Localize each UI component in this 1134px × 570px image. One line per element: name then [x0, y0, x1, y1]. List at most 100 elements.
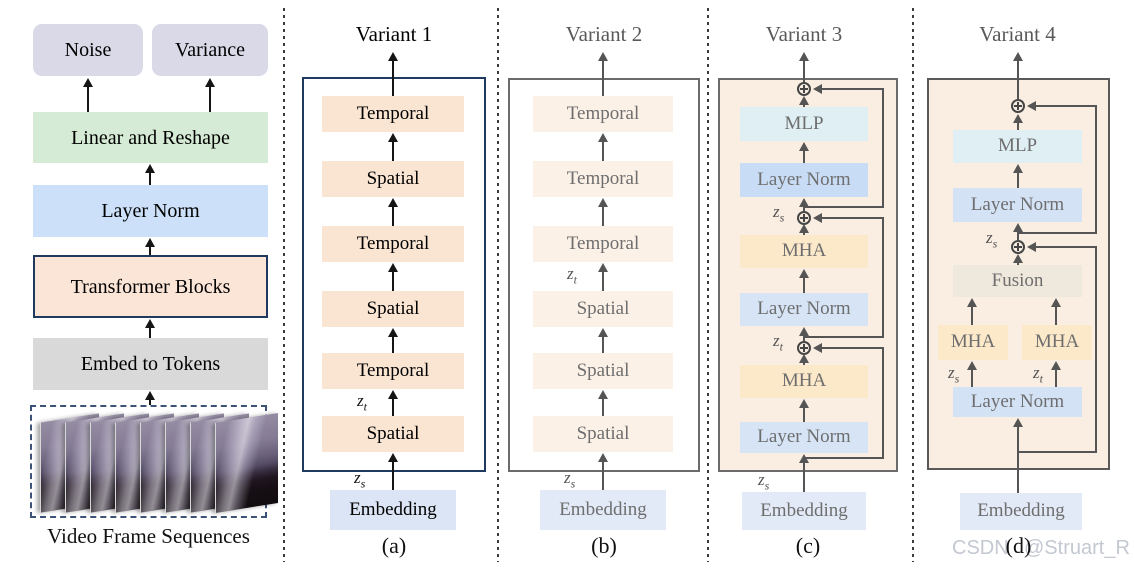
arrow-up-icon [1051, 361, 1061, 387]
arrow-up-icon [799, 454, 809, 492]
arrow-up-icon [1013, 164, 1023, 188]
variant1-caption: (a) [381, 533, 407, 558]
variant4-caption: (d) [1005, 533, 1032, 558]
arrow-up-icon [598, 133, 608, 161]
arrow-up-icon [83, 78, 93, 112]
variant1-container [302, 77, 486, 472]
z-s-label: zs [986, 228, 998, 251]
variant4-title: Variant 4 [979, 22, 1056, 46]
variant1-block: Temporal [322, 96, 464, 132]
arrow-up-icon [388, 263, 398, 291]
arrow-up-icon [145, 391, 155, 405]
variant2-block: Spatial [533, 416, 673, 452]
variant2-caption: (b) [591, 533, 617, 558]
variant4-fusion-box: Fusion [953, 265, 1082, 297]
arrow-up-icon [799, 269, 809, 293]
z-t-label: zt [357, 391, 367, 414]
variant1-block: Temporal [322, 226, 464, 262]
z-s-label: zs [354, 468, 366, 491]
z-s-label: zs [758, 470, 770, 493]
circle-plus-icon [797, 341, 811, 355]
skip-connection-line [882, 88, 884, 208]
variant1-block: Spatial [322, 161, 464, 197]
skip-connection-line [1095, 106, 1097, 234]
arrow-up-icon [145, 164, 155, 185]
circle-plus-icon [797, 82, 811, 96]
z-t-label: zt [567, 264, 577, 287]
z-t-label: zt [773, 331, 783, 354]
variant3-mlp-box: MLP [740, 107, 868, 141]
transformer-blocks-box: Transformer Blocks [33, 255, 268, 318]
arrow-up-icon [1013, 418, 1023, 493]
layer-norm-box: Layer Norm [33, 185, 268, 237]
circle-plus-icon [1011, 99, 1025, 113]
variant2-block: Spatial [533, 291, 673, 327]
arrow-up-icon [598, 198, 608, 226]
arrow-up-icon [145, 238, 155, 255]
variant2-block: Temporal [533, 161, 673, 197]
z-s-label: zs [564, 468, 576, 491]
arrow-up-icon [388, 390, 398, 416]
z-s-label: zs [773, 202, 785, 225]
variant3-layernorm-box: Layer Norm [740, 163, 868, 197]
arrow-up-icon [598, 390, 608, 416]
variant3-embedding-box: Embedding [742, 492, 866, 530]
arrow-up-icon [598, 453, 608, 490]
variant2-title: Variant 2 [565, 22, 643, 46]
arrow-up-icon [799, 96, 809, 107]
skip-connection-line [1095, 247, 1097, 453]
arrow-up-icon [799, 327, 809, 341]
arrow-up-icon [1051, 298, 1061, 325]
variant1-title: Variant 1 [355, 22, 433, 46]
linear-reshape-label: Linear and Reshape [71, 126, 230, 149]
arrow-up-icon [1013, 114, 1023, 130]
arrow-up-icon [205, 78, 215, 112]
variant3-layernorm-box: Layer Norm [740, 422, 868, 453]
variant4-layernorm-box: Layer Norm [953, 387, 1082, 417]
skip-connection-line [882, 218, 884, 338]
z-s-label: zs [948, 363, 960, 386]
video-frame [215, 413, 278, 513]
arrow-up-icon [388, 328, 398, 353]
watermark-suffix: @Struart_R [1024, 537, 1130, 559]
panel-separator [497, 8, 499, 562]
circle-plus-icon [797, 211, 811, 225]
transformer-blocks-label: Transformer Blocks [70, 275, 231, 298]
layer-norm-label: Layer Norm [101, 200, 200, 222]
variant3-caption: (c) [795, 533, 821, 558]
skip-arrow-left-icon [1027, 242, 1097, 252]
noise-box: Noise [33, 24, 143, 76]
panel-separator [283, 8, 285, 562]
variant1-block: Spatial [322, 291, 464, 327]
arrow-up-icon [799, 224, 809, 235]
arrow-up-icon [598, 328, 608, 353]
skip-arrow-left-icon [1027, 101, 1097, 111]
skip-connection-line [882, 348, 884, 459]
variant2-block: Temporal [533, 96, 673, 132]
left-panel-caption: Video Frame Sequences [47, 524, 250, 548]
arrow-up-icon [967, 298, 977, 325]
arrow-up-icon [1013, 52, 1023, 99]
variance-box: Variance [152, 24, 268, 76]
skip-connection-line [804, 336, 884, 338]
embed-tokens-box: Embed to Tokens [33, 338, 268, 390]
arrow-up-icon [388, 52, 398, 96]
variant3-mha-box: MHA [740, 365, 868, 398]
panel-separator [912, 8, 914, 562]
skip-arrow-left-icon [813, 343, 884, 353]
variant2-block: Temporal [533, 226, 673, 262]
variant4-mha-temporal-box: MHA [1022, 325, 1092, 360]
arrow-up-icon [388, 133, 398, 161]
skip-connection-line [1017, 451, 1097, 453]
arrow-up-icon [799, 52, 809, 82]
arrow-up-icon [388, 198, 398, 226]
arrow-up-icon [598, 263, 608, 291]
arrow-up-icon [967, 361, 977, 387]
skip-arrow-left-icon [813, 213, 884, 223]
circle-plus-icon [1011, 240, 1025, 254]
arrow-up-icon [388, 453, 398, 490]
variant2-block: Spatial [533, 353, 673, 389]
watermark-prefix: CSDN [952, 537, 1009, 559]
variant4-layernorm-box: Layer Norm [953, 188, 1082, 222]
